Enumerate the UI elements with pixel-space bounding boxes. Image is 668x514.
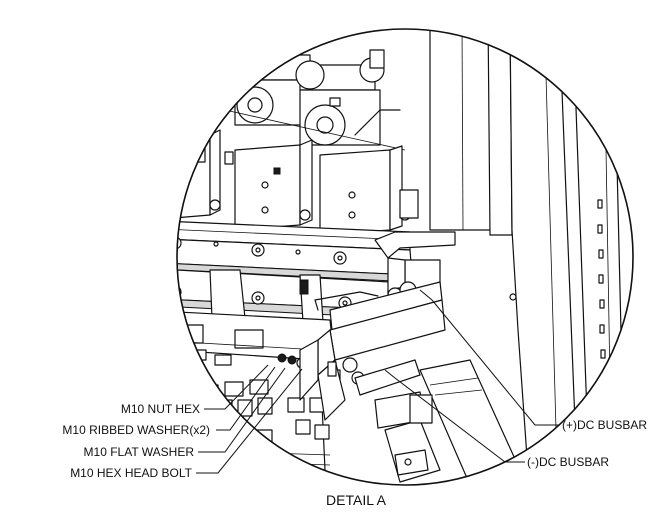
- leader-neg-busbar: [384, 369, 525, 463]
- label-pos-busbar: (+)DC BUSBAR: [562, 418, 647, 432]
- detail-title: DETAIL A: [326, 492, 387, 508]
- detail-boundary-circle: [176, 28, 634, 486]
- label-bolt: M10 HEX HEAD BOLT: [70, 466, 192, 480]
- label-neg-busbar: (-)DC BUSBAR: [527, 455, 609, 469]
- label-flat-washer: M10 FLAT WASHER: [84, 445, 195, 459]
- leader-bolt: [196, 368, 303, 474]
- label-ribbed-washer: M10 RIBBED WASHER(x2): [62, 423, 210, 437]
- leader-nut: [204, 364, 269, 410]
- label-nut: M10 NUT HEX: [121, 402, 200, 416]
- detail-view-drawing: [177, 29, 633, 485]
- leader-flat-washer: [198, 367, 286, 453]
- leader-ribbed-washer: [216, 366, 276, 431]
- dc-busbars: [299, 231, 456, 483]
- leader-pos-busbar: [419, 289, 560, 426]
- leader-lines: [196, 289, 560, 474]
- upper-fuse-clamps: [209, 29, 406, 151]
